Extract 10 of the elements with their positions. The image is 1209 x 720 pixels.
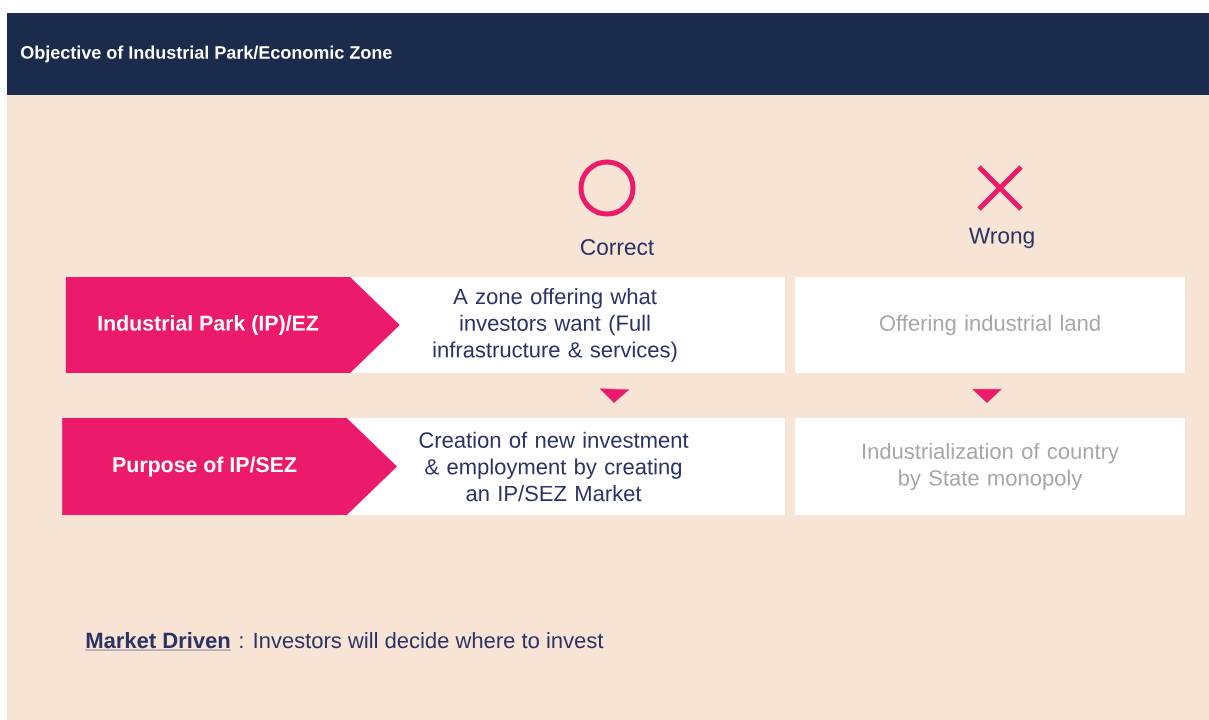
key-term: Market Driven [85,632,232,651]
arrow [599,387,630,403]
column-heading: Correct [581,238,654,256]
note-text: : Investors will decide where to invest [240,632,604,649]
arrow [972,387,1002,403]
text-box: Offering industrial land [795,277,1185,373]
chevron-label: Purpose of IP/SEZ [62,417,398,515]
header-bar: Objective of Industrial Park/Economic Zone [7,13,1209,95]
text-box: Industrialization of country by State monopoly [795,417,1185,515]
column-heading: Wrong [968,227,1034,249]
